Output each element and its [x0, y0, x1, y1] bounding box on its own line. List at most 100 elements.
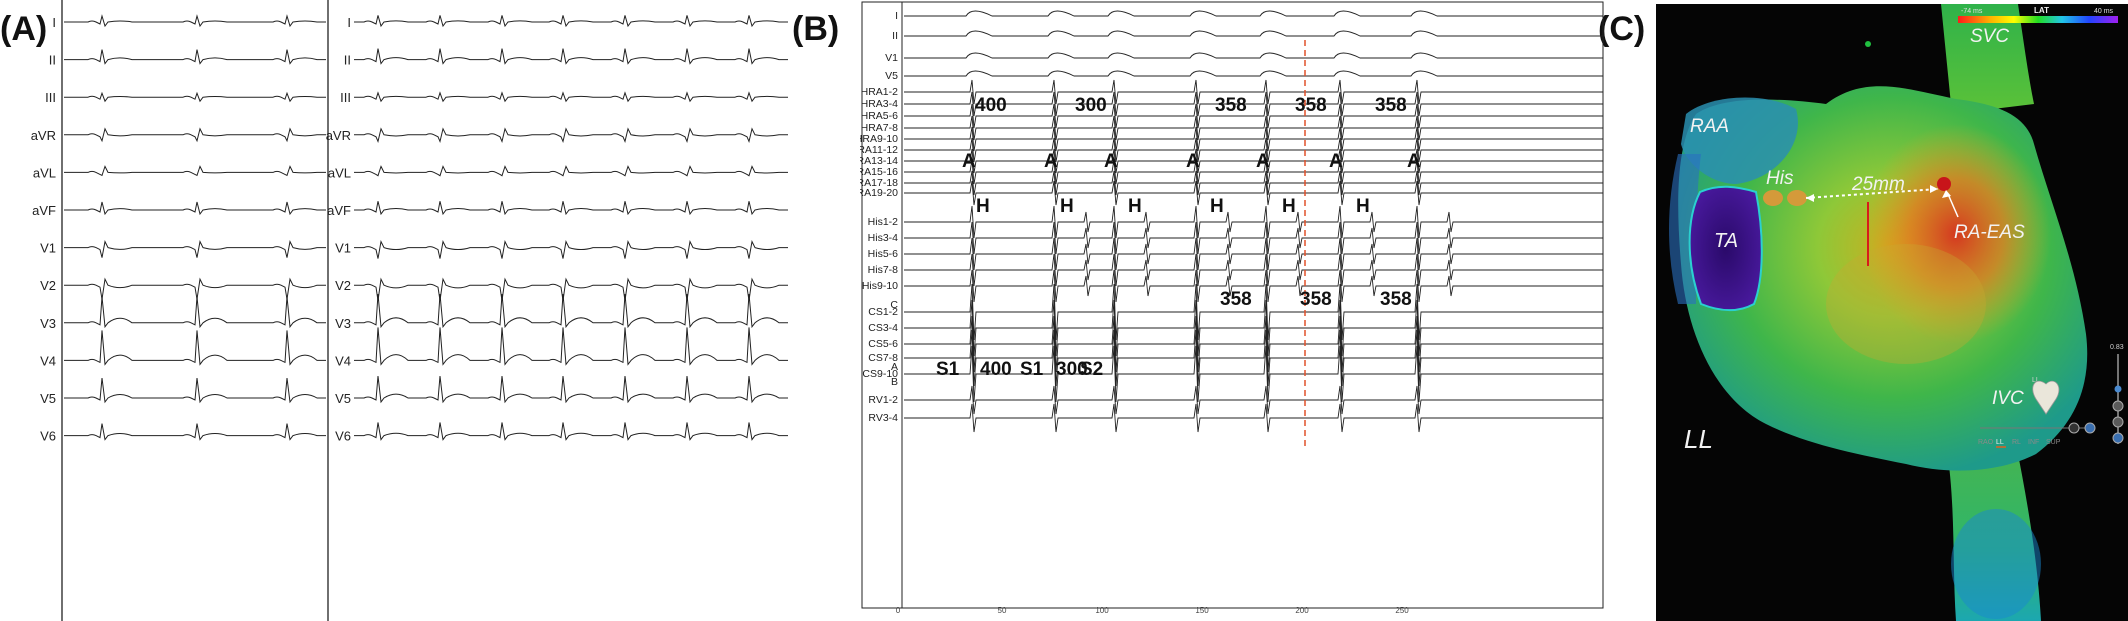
channel-label-RV1-2: RV1-2	[868, 394, 898, 406]
lat-color-bar	[1958, 16, 2118, 23]
channel-label-HRA9-10: HRA9-10	[860, 133, 898, 145]
channel-trace-His9-10	[904, 269, 1603, 303]
channel-label-His5-6: His5-6	[868, 248, 899, 260]
axis-tick-0: 0	[896, 606, 901, 615]
ecg-trace-left-aVR	[64, 127, 326, 143]
channel-label-HRA15-16: HRA15-16	[860, 166, 898, 178]
cycle-length-top-4: 358	[1375, 95, 1407, 116]
ecg-trace-right-V5	[354, 375, 788, 404]
label-view: LL	[1684, 424, 1713, 454]
orientation-view-label: LL	[2032, 377, 2040, 384]
axis-tick-5: 250	[1395, 606, 1409, 615]
slider-button-1[interactable]	[2112, 400, 2124, 412]
toolbar-item-sup[interactable]: SUP	[2046, 439, 2061, 446]
tricuspid-annulus	[1688, 185, 1763, 311]
ecg-trace-left-V2	[64, 277, 326, 300]
ecg-trace-left-V6	[64, 423, 326, 441]
lead-label-right-V5: V5	[335, 391, 351, 406]
lead-label-right-II: II	[344, 53, 351, 68]
his-marker-2	[1787, 190, 1807, 206]
lead-label-right-V4: V4	[335, 353, 351, 368]
cycle-length-top-0: 400	[975, 95, 1007, 116]
h-label-3: H	[1210, 196, 1224, 217]
ivc-blue-region	[1951, 509, 2041, 619]
lat-legend-min: -74 ms	[1961, 8, 1983, 15]
channel-trace-HRA13-14	[904, 148, 1603, 174]
toolbar-item-rl[interactable]: RL	[2012, 439, 2021, 446]
lead-label-left-V2: V2	[40, 278, 56, 293]
channel-trace-HRA7-8	[904, 115, 1603, 141]
channel-trace-HRA19-20	[904, 180, 1603, 206]
channel-label-HRA5-6: HRA5-6	[861, 110, 899, 122]
his-marker-1	[1763, 190, 1783, 206]
lead-label-right-I: I	[347, 15, 351, 30]
ecg-trace-left-V3	[64, 296, 326, 329]
ecg-trace-right-V3	[354, 294, 788, 329]
channel-label-CS9-10: CS9-10	[862, 368, 898, 380]
toolbar-item-rao[interactable]: RAO	[1978, 439, 1994, 446]
slider-button-2[interactable]	[2112, 416, 2124, 428]
cs-cycle-length-0: 358	[1220, 289, 1252, 310]
channel-trace-His3-4	[904, 221, 1603, 255]
channel-label-CS1-2: CS1-2	[868, 306, 898, 318]
lead-label-left-aVF: aVF	[32, 203, 56, 218]
label-his: His	[1766, 168, 1794, 189]
lead-label-right-aVR: aVR	[326, 128, 351, 143]
ecg-trace-right-aVL	[354, 165, 788, 177]
toolbar-item-ll[interactable]: LL	[1996, 439, 2004, 446]
lead-label-right-V6: V6	[335, 429, 351, 444]
channel-label-CS3-4: CS3-4	[868, 322, 898, 334]
slider-button-3[interactable]	[2112, 432, 2124, 444]
label-ra-eas: RA-EAS	[1954, 222, 2025, 243]
mid-activation-zone	[1826, 244, 1986, 364]
ecg-trace-right-V4	[354, 327, 788, 366]
channel-trace-HRA3-4	[904, 91, 1603, 117]
lead-label-right-V2: V2	[335, 278, 351, 293]
ecg-trace-right-II	[354, 48, 788, 65]
channel-label-HRA1-2: HRA1-2	[861, 86, 899, 98]
ecg-trace-left-aVL	[64, 165, 326, 177]
toolbar-button-a[interactable]	[2068, 422, 2080, 434]
channel-trace-HRA1-2	[904, 79, 1603, 105]
ecg-trace-left-aVF	[64, 201, 326, 216]
toolbar-item-inf[interactable]: INF	[2028, 439, 2039, 446]
toolbar-button-b[interactable]	[2084, 422, 2096, 434]
ecg-trace-right-V2	[354, 277, 788, 301]
channel-trace-HRA9-10	[904, 126, 1603, 152]
label-distance: 25mm	[1851, 174, 1905, 195]
ecg-trace-left-II	[64, 49, 326, 65]
channel-trace-II	[904, 30, 1603, 37]
lat-legend-title: LAT	[2034, 6, 2049, 15]
panel-a-letter: (A)	[0, 10, 48, 48]
raa-region	[1681, 97, 1798, 184]
channel-label-HRA17-18: HRA17-18	[860, 177, 898, 189]
channel-trace-CS9-10	[904, 345, 1603, 403]
channel-label-V5: V5	[885, 70, 898, 82]
lead-label-left-V4: V4	[40, 353, 56, 368]
h-label-1: H	[1060, 196, 1074, 217]
ecg-trace-left-V1	[64, 240, 326, 258]
lat-legend-max: 40 ms	[2094, 8, 2114, 15]
lead-label-left-V5: V5	[40, 391, 56, 406]
label-raa: RAA	[1690, 116, 1729, 137]
ra-eas-pointer-head	[1942, 190, 1951, 198]
channel-label-B: B	[891, 376, 898, 388]
lead-label-left-aVR: aVR	[31, 128, 56, 143]
a-label-4: A	[1256, 151, 1270, 172]
a-label-0: A	[962, 151, 976, 172]
lead-label-left-aVL: aVL	[33, 165, 56, 180]
channel-trace-V5	[904, 70, 1603, 77]
channel-trace-I	[904, 10, 1603, 17]
slider-thumb[interactable]	[2114, 385, 2122, 393]
ecg-trace-right-I	[354, 15, 788, 28]
cs-cycle-length-1: 358	[1300, 289, 1332, 310]
channel-label-V1: V1	[885, 52, 898, 64]
lead-label-right-aVF: aVF	[327, 203, 351, 218]
label-ivc: IVC	[1992, 388, 2024, 409]
a-label-3: A	[1186, 151, 1200, 172]
channel-trace-HRA5-6	[904, 103, 1603, 129]
channel-label-HRA11-12: HRA11-12	[860, 144, 898, 156]
ra-eas-site-marker	[1937, 177, 1951, 191]
lead-label-left-II: II	[49, 53, 56, 68]
